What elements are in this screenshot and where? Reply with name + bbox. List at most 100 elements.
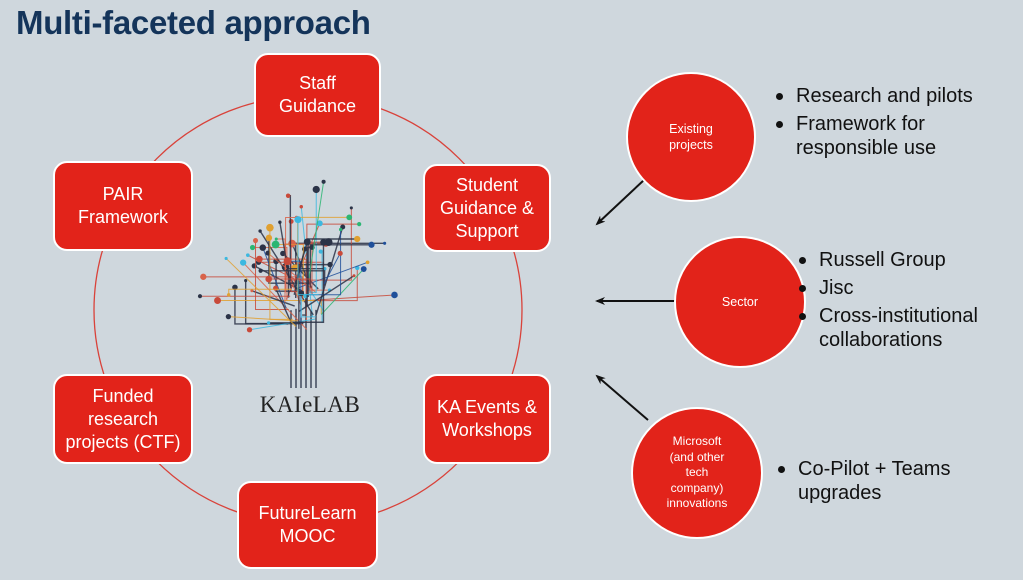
circuit-node-dot bbox=[288, 218, 294, 224]
circuit-branch-line bbox=[320, 268, 365, 315]
circuit-node-dot bbox=[391, 291, 398, 299]
circuit-node-dot bbox=[346, 214, 353, 221]
circuit-node-dot bbox=[324, 238, 333, 246]
bubble-existing-projects[interactable]: Existing projects bbox=[626, 72, 756, 202]
circuit-branch-line bbox=[315, 226, 344, 315]
circuit-branch-line bbox=[309, 244, 372, 288]
circuit-branch-line bbox=[289, 242, 325, 323]
box-ka-events-workshops[interactable]: KA Events & Workshops bbox=[423, 374, 551, 464]
box-student-guidance-support[interactable]: Student Guidance & Support bbox=[423, 164, 551, 252]
circuit-node-dot bbox=[253, 238, 259, 244]
circuit-node-dot bbox=[249, 244, 256, 251]
circuit-branch-line bbox=[276, 238, 286, 303]
circuit-branch-line bbox=[225, 258, 297, 327]
circuit-node-dot bbox=[321, 179, 326, 184]
circuit-node-dot bbox=[294, 216, 302, 224]
circuit-node-dot bbox=[258, 229, 262, 233]
circuit-branch-line bbox=[249, 318, 316, 331]
circuit-tree-icon bbox=[197, 179, 398, 388]
circuit-node-dot bbox=[303, 238, 311, 246]
bullet-item: Jisc bbox=[795, 276, 1020, 300]
circuit-node-dot bbox=[285, 193, 291, 198]
circuit-branch-line bbox=[307, 238, 358, 298]
circuit-node-dot bbox=[250, 289, 254, 293]
circuit-node-dot bbox=[365, 260, 370, 265]
microsoft-bullets: Co-Pilot + Teams upgrades bbox=[774, 457, 974, 509]
circuit-branch-line bbox=[294, 267, 324, 311]
circuit-node-dot bbox=[291, 264, 299, 272]
circuit-branch-line bbox=[298, 275, 355, 313]
circuit-branch-line bbox=[317, 267, 358, 302]
circuit-node-dot bbox=[266, 223, 274, 232]
box-pair-framework[interactable]: PAIR Framework bbox=[53, 161, 193, 251]
circuit-node-dot bbox=[357, 222, 362, 227]
circuit-node-dot bbox=[316, 220, 323, 227]
circuit-node-dot bbox=[383, 241, 387, 245]
circuit-branch-line bbox=[298, 263, 331, 329]
circuit-node-dot bbox=[259, 244, 267, 251]
bubble-microsoft-innovations[interactable]: Microsoft (and other tech company) innov… bbox=[631, 407, 763, 539]
circuit-node-dot bbox=[225, 313, 232, 320]
circuit-branch-line bbox=[287, 267, 325, 298]
circuit-node-dot bbox=[368, 241, 375, 248]
circuit-node-dot bbox=[258, 268, 263, 273]
circuit-node-dot bbox=[200, 273, 207, 280]
circuit-branch-line bbox=[308, 181, 325, 281]
circuit-node-dot bbox=[352, 274, 356, 278]
circuit-branch-line bbox=[302, 296, 307, 316]
box-funded-research-projects[interactable]: Funded research projects (CTF) bbox=[53, 374, 193, 464]
bullet-item: Framework for responsible use bbox=[772, 112, 992, 160]
bullet-item: Co-Pilot + Teams upgrades bbox=[774, 457, 974, 505]
circuit-node-dot bbox=[224, 256, 228, 261]
bubble-sector[interactable]: Sector bbox=[674, 236, 806, 368]
circuit-node-dot bbox=[197, 294, 203, 299]
circuit-node-dot bbox=[354, 235, 361, 243]
circuit-node-dot bbox=[299, 205, 303, 209]
circuit-branch-line bbox=[228, 316, 298, 322]
page-title: Multi-faceted approach bbox=[16, 4, 371, 41]
arrow-microsoft bbox=[595, 374, 649, 421]
circuit-node-dot bbox=[298, 290, 305, 297]
circuit-node-dot bbox=[338, 227, 343, 232]
circuit-node-dot bbox=[240, 259, 247, 266]
circuit-node-dot bbox=[337, 250, 343, 256]
bullet-item: Russell Group bbox=[795, 248, 1020, 272]
box-staff-guidance[interactable]: Staff Guidance bbox=[254, 53, 381, 137]
circuit-node-dot bbox=[274, 237, 278, 241]
bullet-item: Cross-institutional collaborations bbox=[795, 304, 1020, 352]
circuit-branch-line bbox=[260, 270, 326, 286]
circuit-branch-line bbox=[279, 222, 292, 289]
circuit-node-dot bbox=[232, 284, 238, 291]
circuit-node-dot bbox=[265, 275, 273, 283]
circuit-node-dot bbox=[246, 327, 253, 333]
circuit-node-dot bbox=[226, 293, 231, 297]
circuit-node-dot bbox=[283, 257, 292, 266]
circuit-node-dot bbox=[251, 263, 257, 269]
sector-bullets: Russell Group Jisc Cross-institutional c… bbox=[795, 248, 1020, 356]
box-futurelearn-mooc[interactable]: FutureLearn MOOC bbox=[237, 481, 378, 569]
circuit-node-dot bbox=[273, 258, 279, 265]
circuit-node-dot bbox=[266, 321, 271, 325]
circuit-branch-line bbox=[304, 294, 395, 302]
circuit-branch-line bbox=[323, 253, 341, 285]
circuit-node-dot bbox=[349, 206, 353, 210]
circuit-node-dot bbox=[320, 238, 327, 246]
circuit-branch-line bbox=[300, 293, 316, 318]
circuit-node-dot bbox=[312, 185, 320, 194]
circuit-node-dot bbox=[246, 253, 250, 257]
kaielab-logo-label: KAIeLAB bbox=[259, 392, 361, 417]
circuit-node-dot bbox=[244, 279, 248, 283]
circuit-node-dot bbox=[265, 250, 271, 256]
circuit-branch-line bbox=[262, 247, 287, 309]
circuit-branch-line bbox=[255, 240, 289, 310]
circuit-node-dot bbox=[318, 249, 323, 254]
circuit-node-dot bbox=[265, 234, 273, 242]
circuit-branch-line bbox=[269, 227, 293, 320]
circuit-node-dot bbox=[271, 240, 280, 249]
existing-projects-bullets: Research and pilots Framework for respon… bbox=[772, 84, 992, 164]
circuit-node-dot bbox=[255, 255, 263, 263]
circuit-node-dot bbox=[278, 220, 282, 224]
circuit-branch-line bbox=[275, 287, 291, 322]
circuit-node-dot bbox=[273, 285, 279, 291]
